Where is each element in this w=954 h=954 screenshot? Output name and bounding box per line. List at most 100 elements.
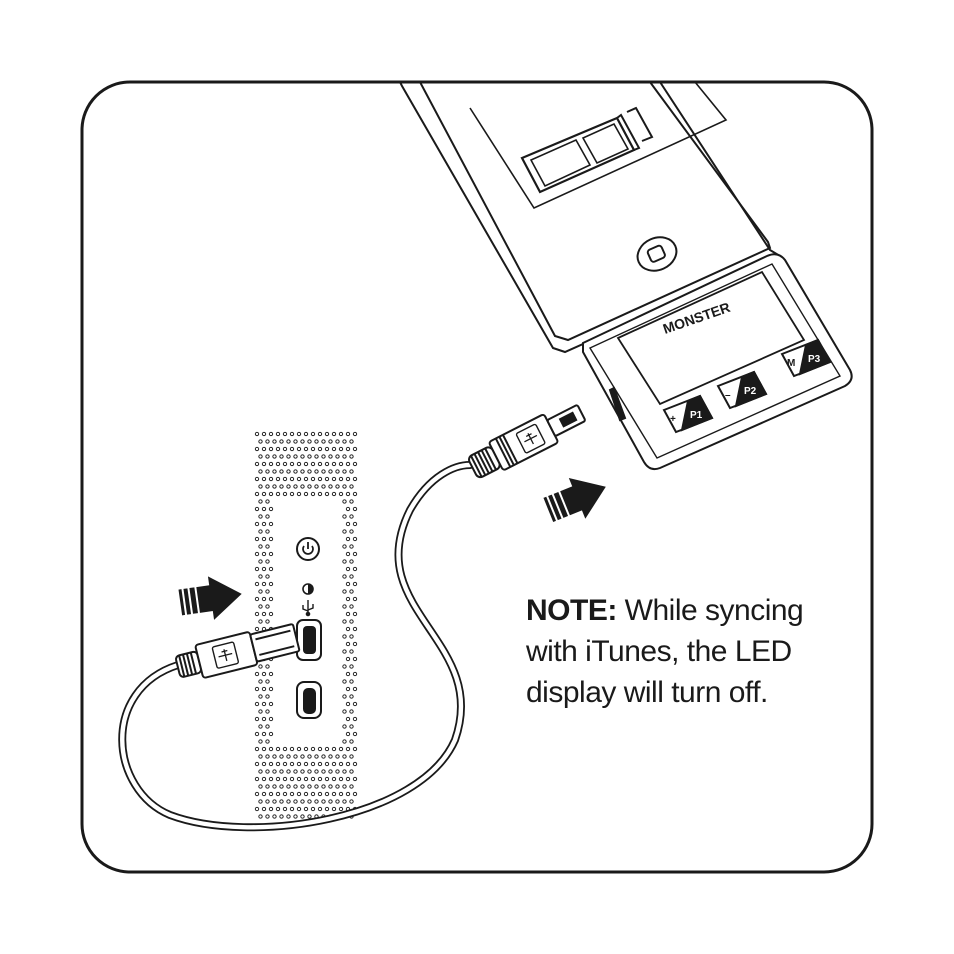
grille-dot (261, 461, 267, 467)
preset-button-p3-symbol: M (787, 358, 795, 369)
grille-dot (352, 701, 358, 707)
grille-dot (328, 439, 333, 444)
grille-dot (268, 596, 274, 602)
grille-dot (268, 536, 274, 542)
grille-dot (300, 469, 305, 474)
grille-dot (310, 446, 316, 452)
half-moon-icon (302, 583, 314, 595)
preset-button-p3[interactable]: M P3 (780, 338, 832, 378)
grille-dot (258, 589, 263, 594)
grille-dot (254, 521, 260, 527)
grille-dot (258, 739, 263, 744)
grille-dot (289, 776, 295, 782)
grille-dot (331, 791, 337, 797)
aux-port[interactable] (296, 681, 322, 719)
grille-dot (286, 484, 291, 489)
grille-dot (286, 799, 291, 804)
grille-dot (345, 656, 351, 662)
grille-dot (261, 581, 267, 587)
grille-dot (265, 754, 270, 759)
grille-dot (282, 746, 288, 752)
grille-dot (345, 506, 351, 512)
grille-dot (349, 454, 354, 459)
grille-dot (268, 461, 274, 467)
grille-dot (303, 431, 309, 437)
grille-dot (296, 446, 302, 452)
grille-dot (345, 731, 351, 737)
grille-dot (352, 686, 358, 692)
grille-dot (254, 551, 260, 557)
grille-dot (279, 769, 284, 774)
grille-dot (310, 776, 316, 782)
grille-dot (268, 521, 274, 527)
grille-dot (345, 551, 351, 557)
grille-dot (349, 589, 354, 594)
note-line-3: display will turn off. (526, 676, 768, 709)
grille-dot (307, 814, 312, 819)
grille-dot (282, 491, 288, 497)
grille-dot (258, 799, 263, 804)
grille-dot (293, 484, 298, 489)
grille-dot (317, 806, 323, 812)
grille-dot (268, 566, 274, 572)
grille-dot (335, 754, 340, 759)
grille-dot (314, 484, 319, 489)
grille-dot (345, 671, 351, 677)
grille-dot (261, 791, 267, 797)
preset-button-p2[interactable]: – P2 (716, 370, 768, 410)
grille-dot (289, 476, 295, 482)
grille-dot (261, 566, 267, 572)
grille-dot (258, 514, 263, 519)
grille-dot (275, 491, 281, 497)
grille-dot (331, 461, 337, 467)
grille-dot (345, 581, 351, 587)
preset-button-p1-symbol: + (670, 414, 676, 425)
frame-border (80, 80, 874, 874)
grille-dot (279, 754, 284, 759)
grille-dot (254, 626, 260, 632)
grille-dot (321, 754, 326, 759)
grille-dot (345, 701, 351, 707)
grille-dot (352, 476, 358, 482)
grille-dot (272, 784, 277, 789)
grille-dot (261, 491, 267, 497)
grille-dot (265, 784, 270, 789)
grille-dot (345, 611, 351, 617)
grille-dot (303, 791, 309, 797)
grille-dot (286, 754, 291, 759)
grille-dot (282, 806, 288, 812)
grille-dot (289, 431, 295, 437)
grille-dot (342, 589, 347, 594)
note-line-2: with iTunes, the LED (526, 635, 792, 668)
grille-dot (261, 701, 267, 707)
grille-dot (275, 791, 281, 797)
grille-dot (268, 506, 274, 512)
grille-dot (272, 439, 277, 444)
grille-dot (349, 694, 354, 699)
grille-dot (258, 679, 263, 684)
grille-dot (261, 671, 267, 677)
grille-dot (342, 739, 347, 744)
grille-dot (331, 491, 337, 497)
grille-dot (307, 454, 312, 459)
grille-dot (345, 641, 351, 647)
grille-dot (321, 454, 326, 459)
grille-dot (331, 761, 337, 767)
grille-dot (345, 761, 351, 767)
preset-button-p1[interactable]: + P1 (662, 394, 714, 434)
grille-dot (258, 454, 263, 459)
grille-dot (331, 431, 337, 437)
grille-dot (345, 461, 351, 467)
grille-dot (349, 664, 354, 669)
grille-dot (265, 739, 270, 744)
grille-dot (317, 491, 323, 497)
usb-port[interactable] (296, 619, 322, 661)
power-button[interactable] (296, 537, 320, 561)
grille-dot (335, 484, 340, 489)
grille-dot (331, 446, 337, 452)
grille-dot (261, 776, 267, 782)
grille-dot (279, 439, 284, 444)
grille-dot (349, 709, 354, 714)
grille-dot (349, 769, 354, 774)
grille-dot (352, 506, 358, 512)
